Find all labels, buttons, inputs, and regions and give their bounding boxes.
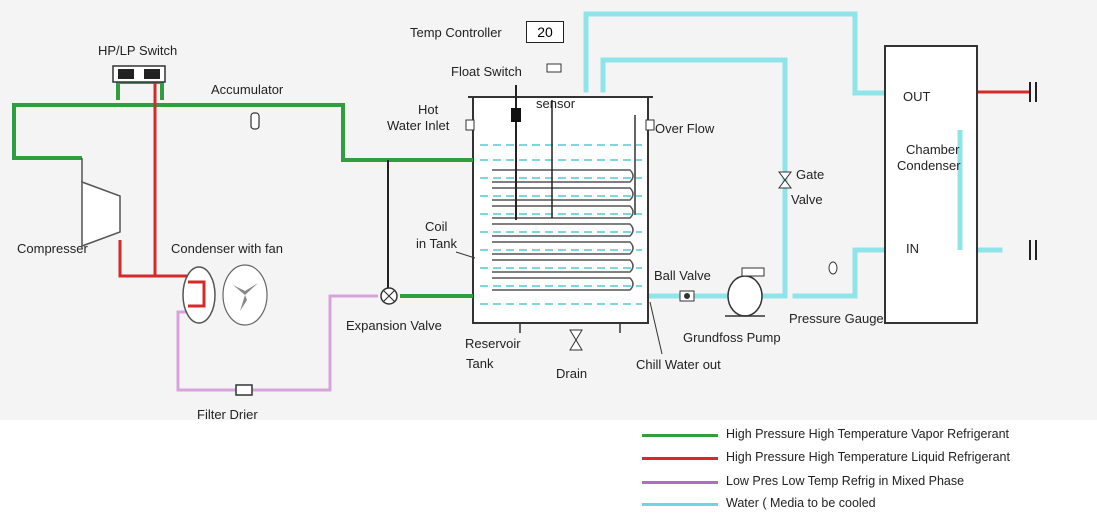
temp-controller-display: 20 bbox=[526, 21, 564, 43]
over-flow-label: Over Flow bbox=[655, 121, 715, 136]
valve-label: Valve bbox=[791, 192, 823, 207]
accumulator-label: Accumulator bbox=[211, 82, 284, 97]
legend-swatch bbox=[642, 434, 718, 437]
float-switch-label: Float Switch bbox=[451, 64, 522, 79]
legend-label: High Pressure High Temperature Liquid Re… bbox=[726, 450, 1010, 464]
condenser-with-fan-label: Condenser with fan bbox=[171, 241, 284, 256]
legend-label: High Pressure High Temperature Vapor Ref… bbox=[726, 427, 1010, 441]
chill-water-out-label: Chill Water out bbox=[636, 357, 721, 372]
legend-swatch bbox=[642, 503, 718, 506]
reservoir-tank bbox=[465, 63, 655, 333]
tank-label: Tank bbox=[466, 356, 494, 371]
condenser-label: Condenser bbox=[897, 158, 961, 173]
filter-drier-label: Filter Drier bbox=[197, 407, 258, 422]
legend-label: Water ( Media to be cooled bbox=[726, 496, 876, 510]
grundfoss-pump bbox=[725, 267, 765, 317]
reservoir-label: Reservoir bbox=[465, 336, 521, 351]
water-inlet-label: Water Inlet bbox=[387, 118, 450, 133]
out-label: OUT bbox=[903, 89, 931, 104]
chamber-label: Chamber bbox=[906, 142, 960, 157]
coil-pointer bbox=[455, 251, 476, 259]
gate-label: Gate bbox=[796, 167, 825, 182]
coil-label: Coil bbox=[425, 219, 448, 234]
legend-swatch bbox=[642, 457, 718, 460]
pressure-gauge bbox=[828, 261, 838, 275]
expansion-valve bbox=[380, 287, 398, 305]
expansion-valve-label: Expansion Valve bbox=[346, 318, 442, 333]
hp-lp-switch-label: HP/LP Switch bbox=[98, 43, 178, 58]
gate-valve bbox=[778, 171, 792, 189]
mixed-phase-lines bbox=[176, 294, 378, 392]
hot-label: Hot bbox=[418, 102, 439, 117]
sensor-label: sensor bbox=[536, 96, 576, 111]
accumulator bbox=[250, 112, 260, 130]
pressure-gauge-label: Pressure Gauge bbox=[789, 311, 884, 326]
grundfoss-pump-label: Grundfoss Pump bbox=[683, 330, 781, 345]
temp-controller-label: Temp Controller bbox=[410, 25, 502, 40]
condenser-with-fan bbox=[182, 264, 268, 326]
water-lines bbox=[583, 11, 1003, 299]
ball-valve bbox=[679, 290, 695, 302]
compressor bbox=[81, 158, 121, 248]
chamber-condenser bbox=[884, 45, 978, 324]
drain-valve bbox=[569, 329, 583, 351]
legend-label: Low Pres Low Temp Refrig in Mixed Phase bbox=[726, 474, 965, 488]
in-tank-label: in Tank bbox=[416, 236, 457, 251]
chill-water-pointer bbox=[649, 301, 663, 355]
ball-valve-label: Ball Valve bbox=[654, 268, 711, 283]
filter-drier bbox=[235, 384, 253, 396]
in-label: IN bbox=[906, 241, 919, 256]
legend-swatch bbox=[642, 481, 718, 484]
drain-label: Drain bbox=[556, 366, 588, 381]
hp-lp-switch bbox=[112, 65, 166, 83]
compresser-label: Compresser bbox=[17, 241, 88, 256]
